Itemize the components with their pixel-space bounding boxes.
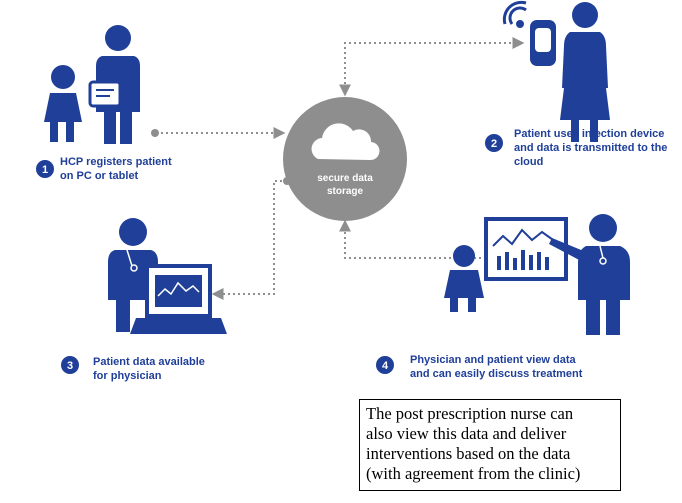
step-2-caption: Patient uses injection device and data i… — [514, 127, 667, 169]
connectors — [156, 37, 525, 300]
step-1-caption: HCP registers patient on PC or tablet — [60, 155, 172, 183]
step-2-line3: cloud — [514, 156, 544, 168]
step-badge-2: 2 — [485, 134, 503, 152]
connector-storage-to-discussion — [339, 219, 488, 259]
step-number-1: 1 — [42, 164, 48, 176]
physician-stethoscope-icon — [599, 245, 607, 265]
secure-data-storage: secure data storage — [283, 97, 407, 221]
stethoscope-icon — [126, 249, 138, 272]
step-1-line1: HCP registers patient — [60, 156, 172, 168]
note-line3: interventions based on the data — [366, 444, 571, 463]
physician-figure — [549, 214, 630, 335]
storage-label-line1: secure data — [317, 173, 373, 184]
step-number-2: 2 — [491, 138, 497, 150]
step-4-line2: and can easily discuss treatment — [410, 368, 583, 380]
step-badge-4: 4 — [376, 356, 394, 374]
woman-figure — [560, 2, 610, 142]
step-badge-3: 3 — [61, 356, 79, 374]
step-1-line2: on PC or tablet — [60, 170, 139, 182]
step-2-line2: and data is transmitted to the — [514, 142, 668, 154]
whiteboard-chart-icon — [484, 217, 568, 281]
note-line1: The post prescription nurse can — [366, 404, 574, 423]
step-3-line2: for physician — [93, 370, 162, 382]
connector-storage-to-physician-laptop — [211, 180, 287, 300]
cloud-icon — [311, 123, 380, 161]
child-figure — [444, 245, 484, 312]
girl-figure — [44, 65, 82, 142]
step-3-line1: Patient data available — [93, 356, 205, 368]
connector-storage-to-device — [339, 37, 525, 97]
step-4-line1: Physician and patient view data — [410, 354, 576, 366]
step-badge-1: 1 — [36, 160, 54, 178]
storage-label-line2: storage — [327, 186, 364, 197]
step-4-caption: Physician and patient view data and can … — [410, 353, 582, 381]
step-3-caption: Patient data available for physician — [93, 355, 205, 383]
wifi-icon — [502, 0, 527, 28]
step-2-line1: Patient uses injection device — [514, 128, 665, 140]
laptop-icon — [130, 264, 227, 334]
tablet-icon — [88, 80, 122, 108]
step-number-3: 3 — [67, 360, 73, 372]
injection-device-icon — [530, 20, 556, 66]
note-line4: (with agreement from the clinic) — [366, 464, 581, 483]
step-number-4: 4 — [382, 360, 389, 372]
note-line2: also view this data and deliver — [366, 424, 567, 443]
connector-dot-left — [151, 129, 159, 137]
nurse-note-box: The post prescription nurse can also vie… — [359, 399, 621, 491]
